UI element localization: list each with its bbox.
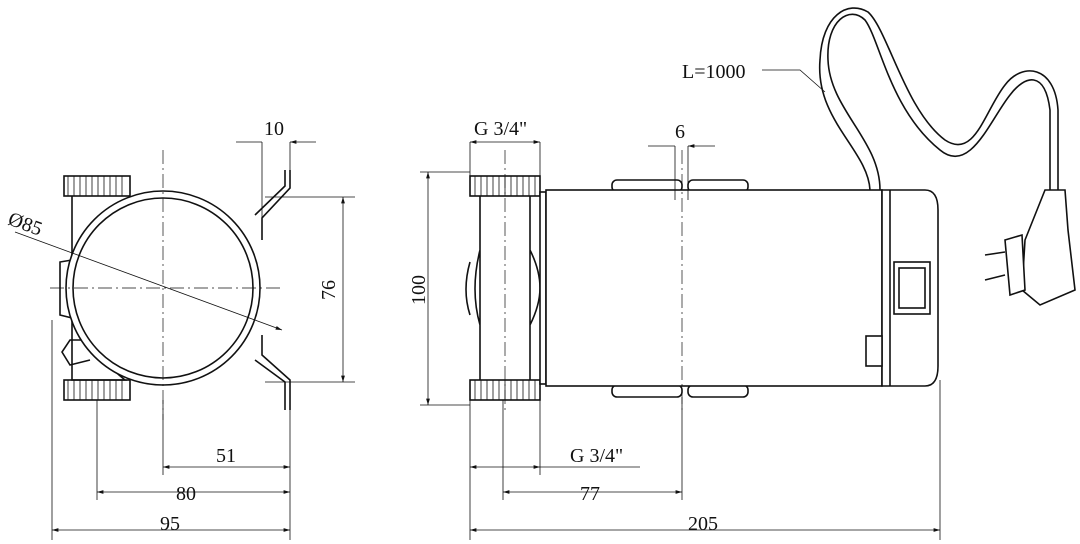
dim-77-label: 77 [580,483,600,505]
front-view: L=1000 G 3/4" 6 100 G 3/4" 77 205 [408,7,1076,540]
motor-body [545,189,883,387]
foot-gap-label: 6 [675,121,685,143]
dim-height-front-label: 100 [408,275,430,305]
dim-bracket-label: 10 [264,118,284,140]
dim-95-label: 95 [160,513,180,535]
display-window [893,261,931,315]
plug-icon [984,189,1076,306]
diameter-label: Ø85 [5,208,45,240]
power-cable [819,7,1059,191]
side-view: Ø85 10 76 51 80 95 [5,118,355,540]
bottom-fitting [63,379,131,401]
dim-80-label: 80 [176,483,196,505]
cable-leader [762,69,826,93]
cable-length-label: L=1000 [682,61,746,83]
top-fitting [63,175,131,197]
pump-volute [465,196,541,380]
mounting-bracket [254,170,291,410]
switch [865,335,883,367]
thread-top-label: G 3/4" [474,118,527,140]
dim-total-label: 205 [688,513,718,535]
dim-51-label: 51 [216,445,236,467]
dim-height-label: 76 [318,280,340,300]
thread-bottom-label: G 3/4" [570,445,623,467]
